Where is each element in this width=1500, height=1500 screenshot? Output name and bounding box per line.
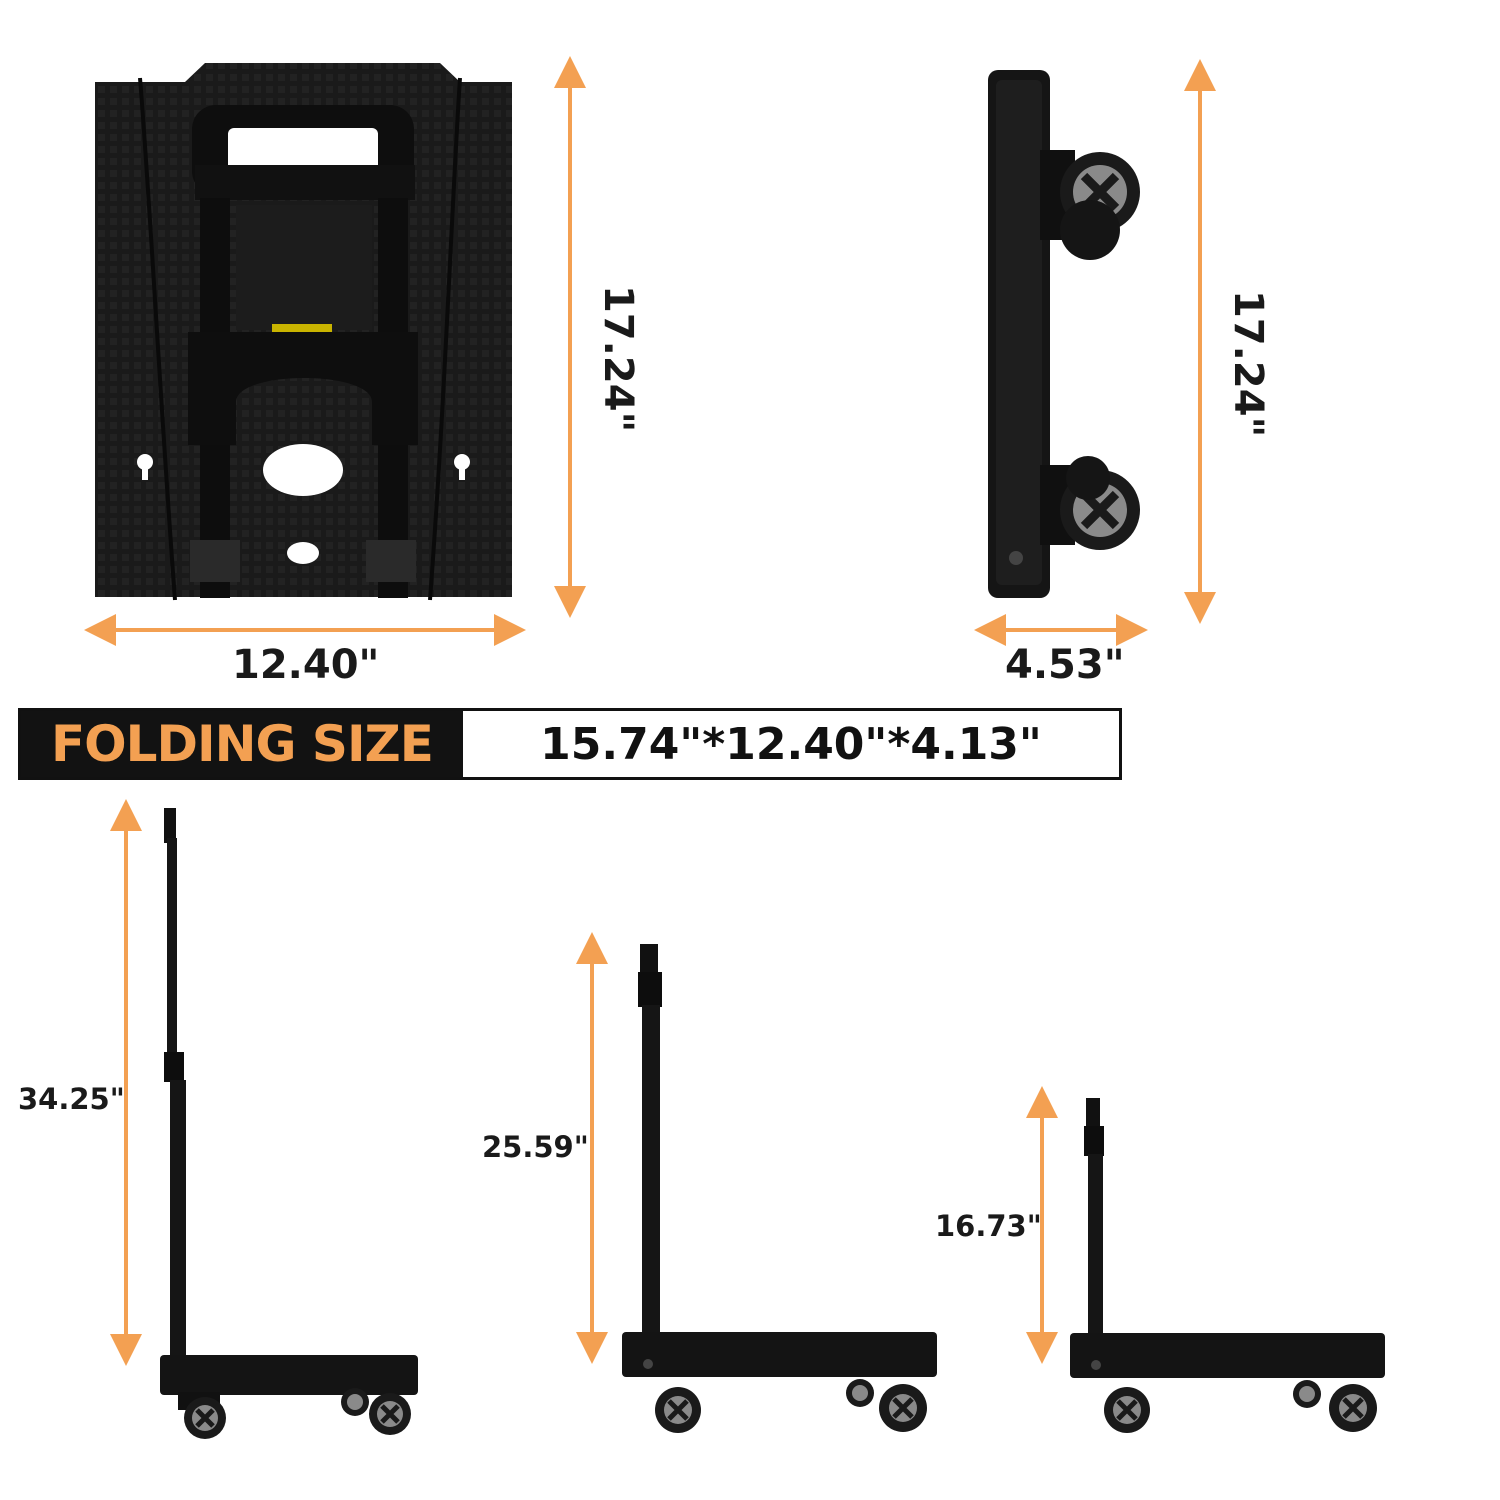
folding-size-banner: FOLDING SIZE 15.74"*12.40"*4.13": [18, 708, 1122, 780]
side-width-label: 4.53": [1005, 642, 1125, 688]
unfolded-cart-short: [1070, 1098, 1385, 1433]
side-folded-cart: [988, 70, 1140, 598]
front-height-label: 17.24": [595, 285, 641, 433]
tall-height-label: 34.25": [18, 1082, 125, 1116]
unfolded-cart-medium: [622, 944, 937, 1433]
unfolded-cart-tall: [160, 808, 418, 1439]
side-height-label: 17.24": [1225, 290, 1271, 438]
folding-size-label: FOLDING SIZE: [21, 711, 463, 777]
short-height-label: 16.73": [935, 1209, 1042, 1243]
folding-size-value: 15.74"*12.40"*4.13": [540, 718, 1042, 770]
medium-height-label: 25.59": [482, 1130, 589, 1164]
front-width-label: 12.40": [232, 642, 380, 688]
front-folded-cart: [95, 63, 512, 601]
